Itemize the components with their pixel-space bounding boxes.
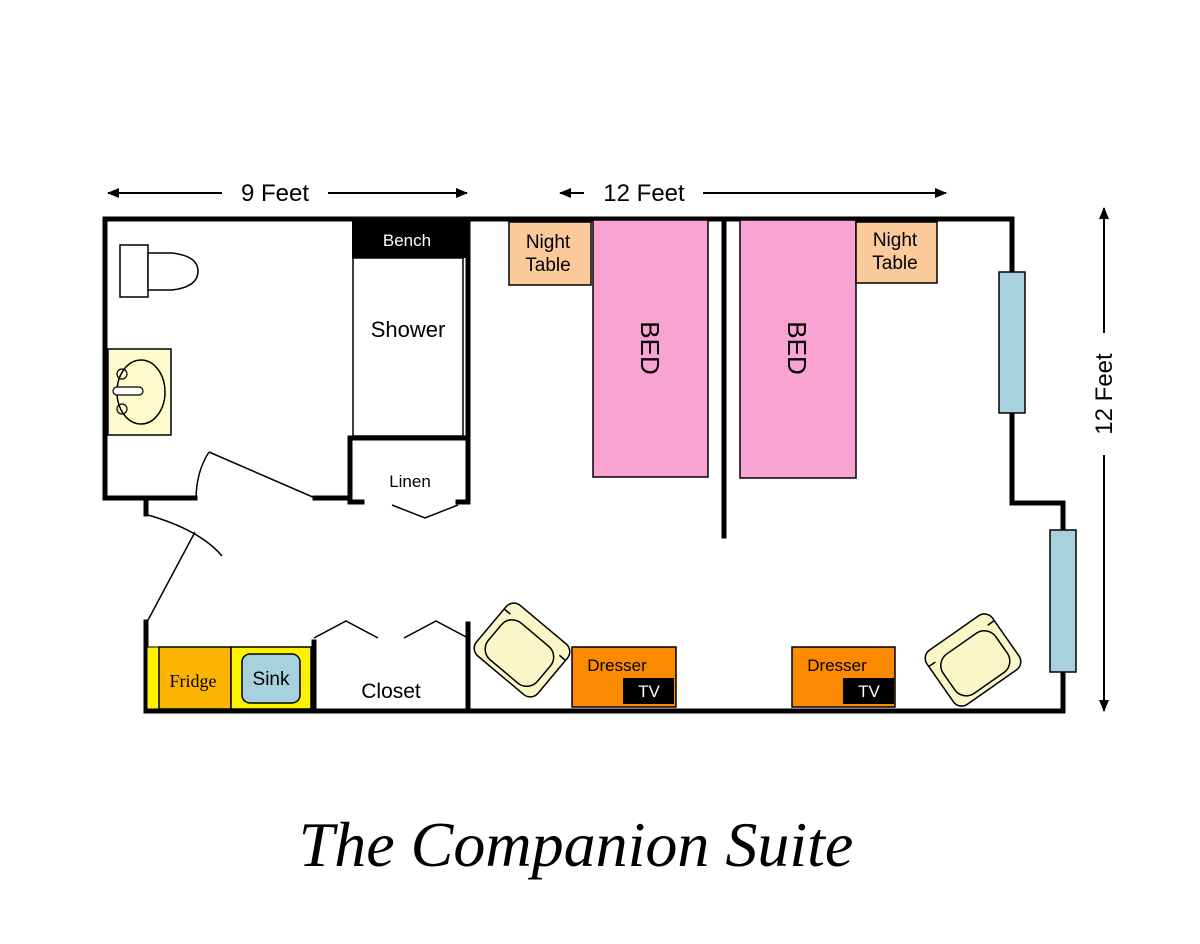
fridge: Fridge [146,646,232,710]
armchair-left [473,602,571,698]
bench: Bench [352,221,466,258]
dimension-height-label: 12 Feet [1091,353,1118,435]
night-table-left-line1: Night [526,232,571,253]
dimension-left-width: 9 Feet [107,180,468,207]
bed-right: BED [739,219,857,479]
linen-doors [391,504,459,519]
dresser-left: Dresser TV [571,646,677,708]
bed-left-label: BED [635,321,665,374]
bench-label: Bench [383,231,431,250]
dresser-left-label: Dresser [587,656,647,675]
bed-left: BED [592,219,709,478]
dimension-right-width-label: 12 Feet [603,180,685,207]
fridge-label: Fridge [170,671,217,691]
sink-label: Sink [253,669,290,690]
linen-label: Linen [389,472,431,491]
plan-title: The Companion Suite [299,809,854,880]
shower-label: Shower [371,317,446,342]
night-table-right: Night Table [855,221,938,284]
dimension-left-width-label: 9 Feet [241,180,309,207]
dresser-right-label: Dresser [807,656,867,675]
night-table-right-line2: Table [872,253,917,274]
night-table-left: Night Table [508,221,592,286]
dimension-right-width: 12 Feet [559,180,947,207]
tv-right-label: TV [858,682,880,701]
tv-left-label: TV [638,682,660,701]
bed-right-label: BED [782,321,812,374]
night-table-left-line2: Table [525,255,570,276]
dimension-height: 12 Feet [1091,207,1118,712]
window-upper [998,271,1026,414]
closet-label: Closet [361,680,421,703]
closet-doors [313,620,469,639]
night-table-right-line1: Night [873,230,918,251]
walls [102,216,1066,714]
vanity-sink [107,348,172,436]
toilet [119,244,199,298]
kitchen-sink: Sink [230,646,312,710]
window-lower [1049,529,1077,673]
dresser-right: Dresser TV [791,646,896,708]
shower: Shower [352,257,464,437]
entry-door [146,514,223,623]
tv-left [623,678,674,704]
tv-right [843,678,894,704]
armchair-right [924,613,1022,707]
bathroom-door [195,451,316,501]
